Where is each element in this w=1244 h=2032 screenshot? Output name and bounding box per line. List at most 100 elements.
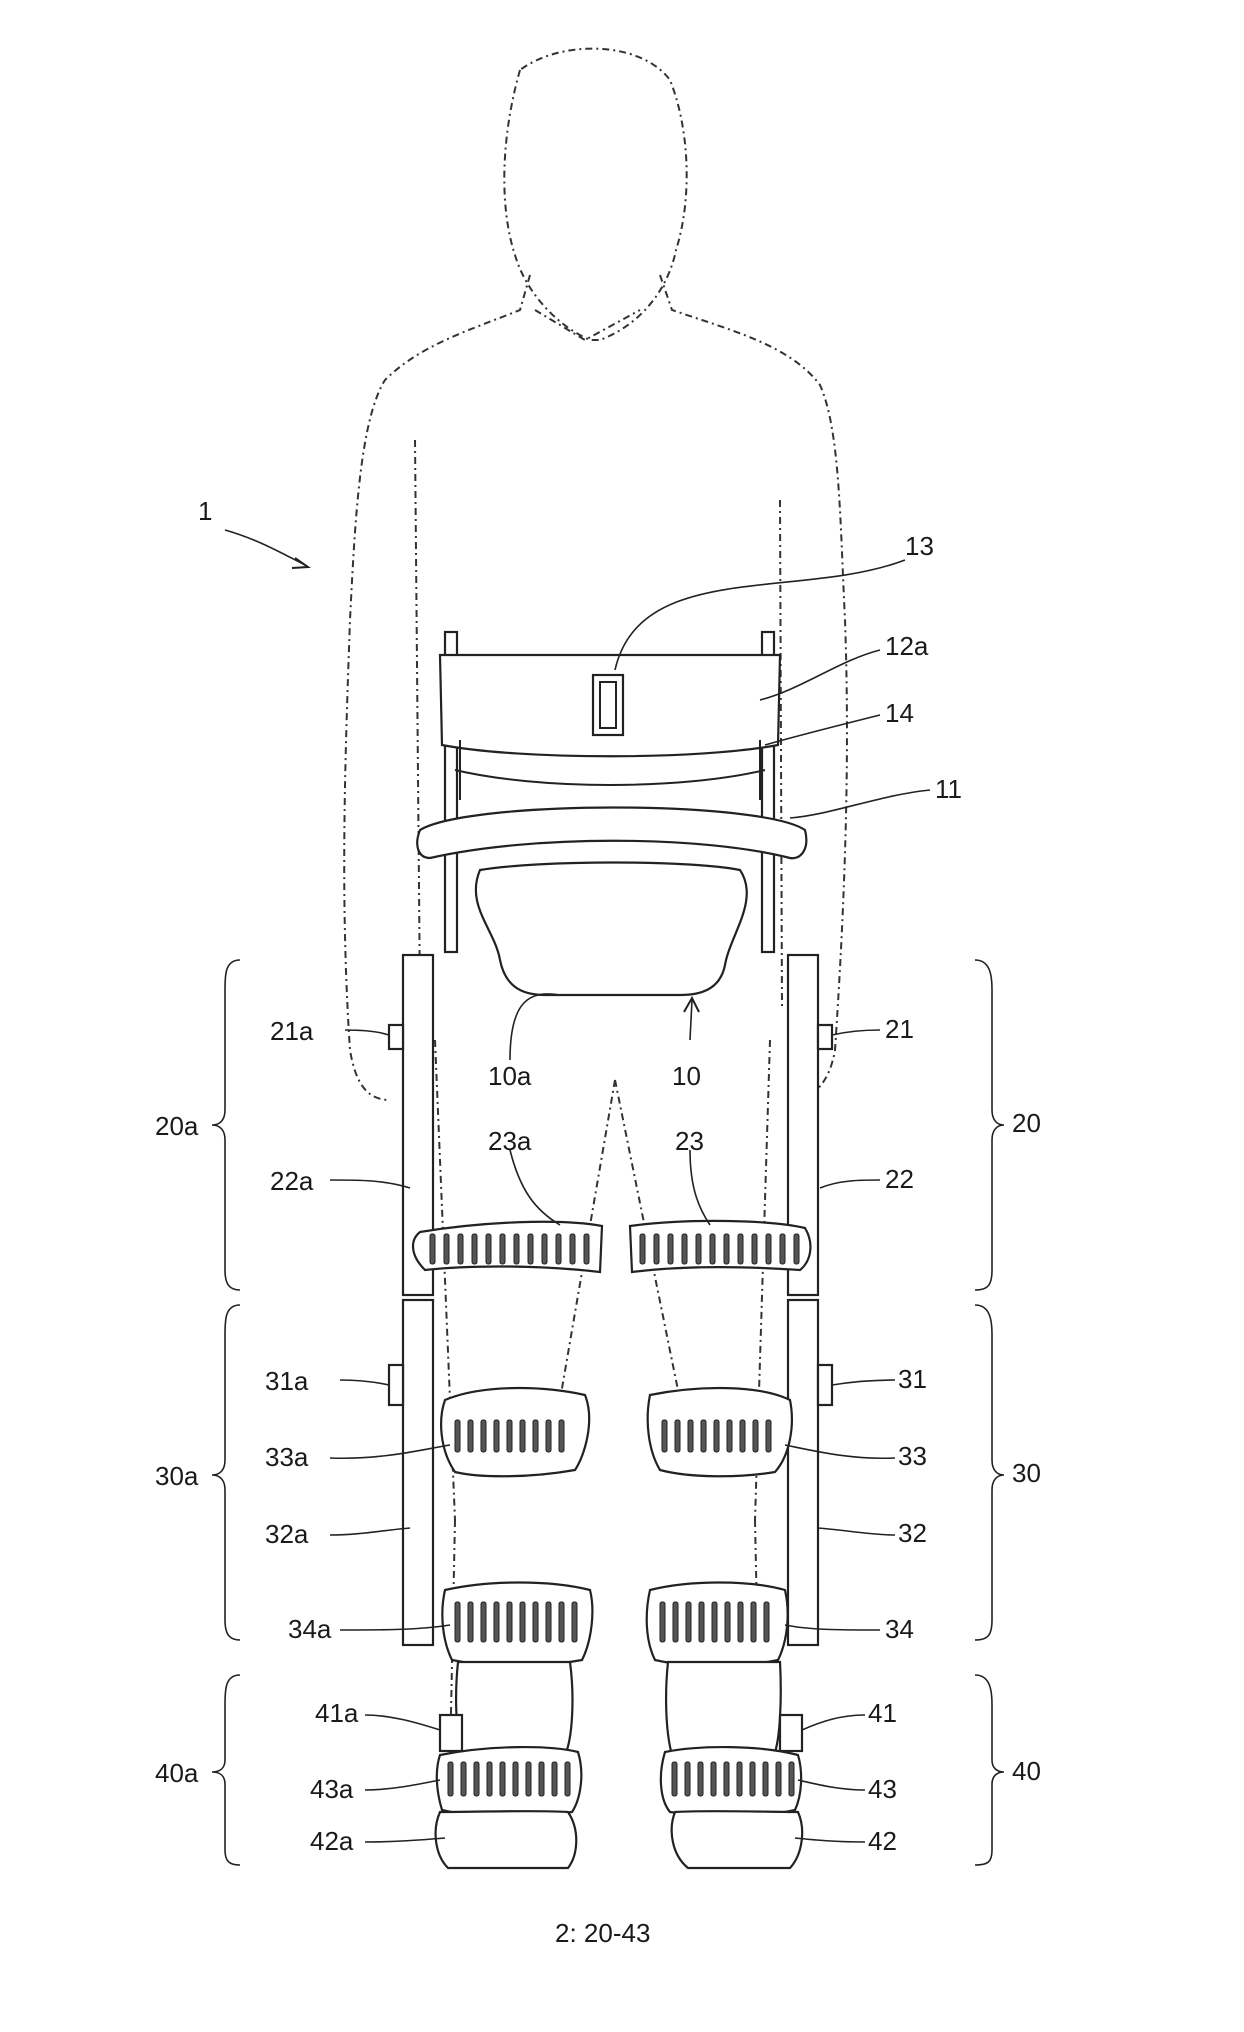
strap-grip — [455, 1420, 460, 1452]
strap-grip — [444, 1234, 449, 1264]
strap-grip — [714, 1420, 719, 1452]
label-41a: 41a — [315, 1698, 359, 1728]
strap-grip — [507, 1420, 512, 1452]
label-21a: 21a — [270, 1016, 314, 1046]
knee-strap-33a — [441, 1388, 589, 1476]
strap-grip — [481, 1420, 486, 1452]
label-43: 43 — [868, 1774, 897, 1804]
strap-grip — [794, 1234, 799, 1264]
label-22a: 22a — [270, 1166, 314, 1196]
brackets — [212, 960, 1004, 1865]
knee-joint-31 — [818, 1365, 832, 1405]
strap-grip — [474, 1762, 479, 1796]
strap-grip — [455, 1602, 460, 1642]
strap-grip — [685, 1762, 690, 1796]
strap-grip — [461, 1762, 466, 1796]
label-20: 20 — [1012, 1108, 1041, 1138]
strap-grip — [738, 1234, 743, 1264]
strap-grip — [472, 1234, 477, 1264]
strap-grip — [494, 1602, 499, 1642]
strap-grip — [500, 1762, 505, 1796]
hip-joint-21 — [818, 1025, 832, 1049]
strap-grip — [513, 1762, 518, 1796]
hip-joint-21a — [389, 1025, 403, 1049]
strap-grip — [725, 1602, 730, 1642]
strap-grip — [556, 1234, 561, 1264]
strap-grip — [686, 1602, 691, 1642]
strap-grip — [552, 1762, 557, 1796]
strap-grip — [764, 1602, 769, 1642]
label-42: 42 — [868, 1826, 897, 1856]
label-42a: 42a — [310, 1826, 354, 1856]
strap-grip — [662, 1420, 667, 1452]
strap-grip — [448, 1762, 453, 1796]
waist-plate-11 — [417, 808, 806, 859]
label-23a: 23a — [488, 1126, 532, 1156]
strap-grip — [740, 1420, 745, 1452]
strap-grip — [752, 1234, 757, 1264]
ankle-joint-41 — [780, 1715, 802, 1751]
strap-grip — [468, 1602, 473, 1642]
label-30a: 30a — [155, 1461, 199, 1491]
label-40a: 40a — [155, 1758, 199, 1788]
strap-grip — [750, 1762, 755, 1796]
shoe-42a — [436, 1811, 577, 1868]
strap-grip — [780, 1234, 785, 1264]
figure-caption: 2: 20-43 — [555, 1918, 650, 1948]
label-11: 11 — [935, 774, 962, 804]
shin-frame-32a — [403, 1300, 433, 1645]
strap-grip — [701, 1420, 706, 1452]
label-31a: 31a — [265, 1366, 309, 1396]
label-1: 1 — [198, 496, 212, 526]
strap-grip — [738, 1602, 743, 1642]
buckle-13 — [593, 675, 623, 735]
label-31: 31 — [898, 1364, 927, 1394]
strap-grip — [526, 1762, 531, 1796]
strap-grip — [654, 1234, 659, 1264]
label-32a: 32a — [265, 1519, 309, 1549]
strap-grip — [520, 1420, 525, 1452]
strap-grip — [724, 1234, 729, 1264]
strap-grip — [570, 1234, 575, 1264]
strap-grip — [559, 1602, 564, 1642]
pelvis-pad-10a — [476, 863, 747, 996]
label-34: 34 — [885, 1614, 914, 1644]
strap-grip — [533, 1420, 538, 1452]
label-34a: 34a — [288, 1614, 332, 1644]
strap-grip — [668, 1234, 673, 1264]
strap-grip — [584, 1234, 589, 1264]
label-23: 23 — [675, 1126, 704, 1156]
strap-grip — [572, 1602, 577, 1642]
strap-grip — [688, 1420, 693, 1452]
strap-grip — [660, 1602, 665, 1642]
strap-grip — [766, 1234, 771, 1264]
strap-grip — [528, 1234, 533, 1264]
label-10: 10 — [672, 1061, 701, 1091]
strap-grip — [696, 1234, 701, 1264]
label-22: 22 — [885, 1164, 914, 1194]
foot-modules — [436, 1662, 803, 1868]
shoe-42 — [672, 1811, 802, 1868]
strap-grip — [682, 1234, 687, 1264]
strap-grip — [546, 1420, 551, 1452]
shin-frames — [389, 1300, 832, 1666]
label-20a: 20a — [155, 1111, 199, 1141]
knee-joint-31a — [389, 1365, 403, 1405]
strap-grip — [673, 1602, 678, 1642]
strap-grip — [710, 1234, 715, 1264]
strap-grip — [737, 1762, 742, 1796]
label-14: 14 — [885, 698, 914, 728]
strap-grip — [724, 1762, 729, 1796]
shin-strap-34a — [442, 1583, 592, 1667]
strap-grip — [640, 1234, 645, 1264]
strap-grip — [766, 1420, 771, 1452]
label-33: 33 — [898, 1441, 927, 1471]
strap-grip — [458, 1234, 463, 1264]
ankle-strap-43a — [437, 1747, 582, 1816]
label-32: 32 — [898, 1518, 927, 1548]
label-41: 41 — [868, 1698, 897, 1728]
strap-grip — [514, 1234, 519, 1264]
label-43a: 43a — [310, 1774, 354, 1804]
strap-grip — [546, 1602, 551, 1642]
strap-grip — [711, 1762, 716, 1796]
